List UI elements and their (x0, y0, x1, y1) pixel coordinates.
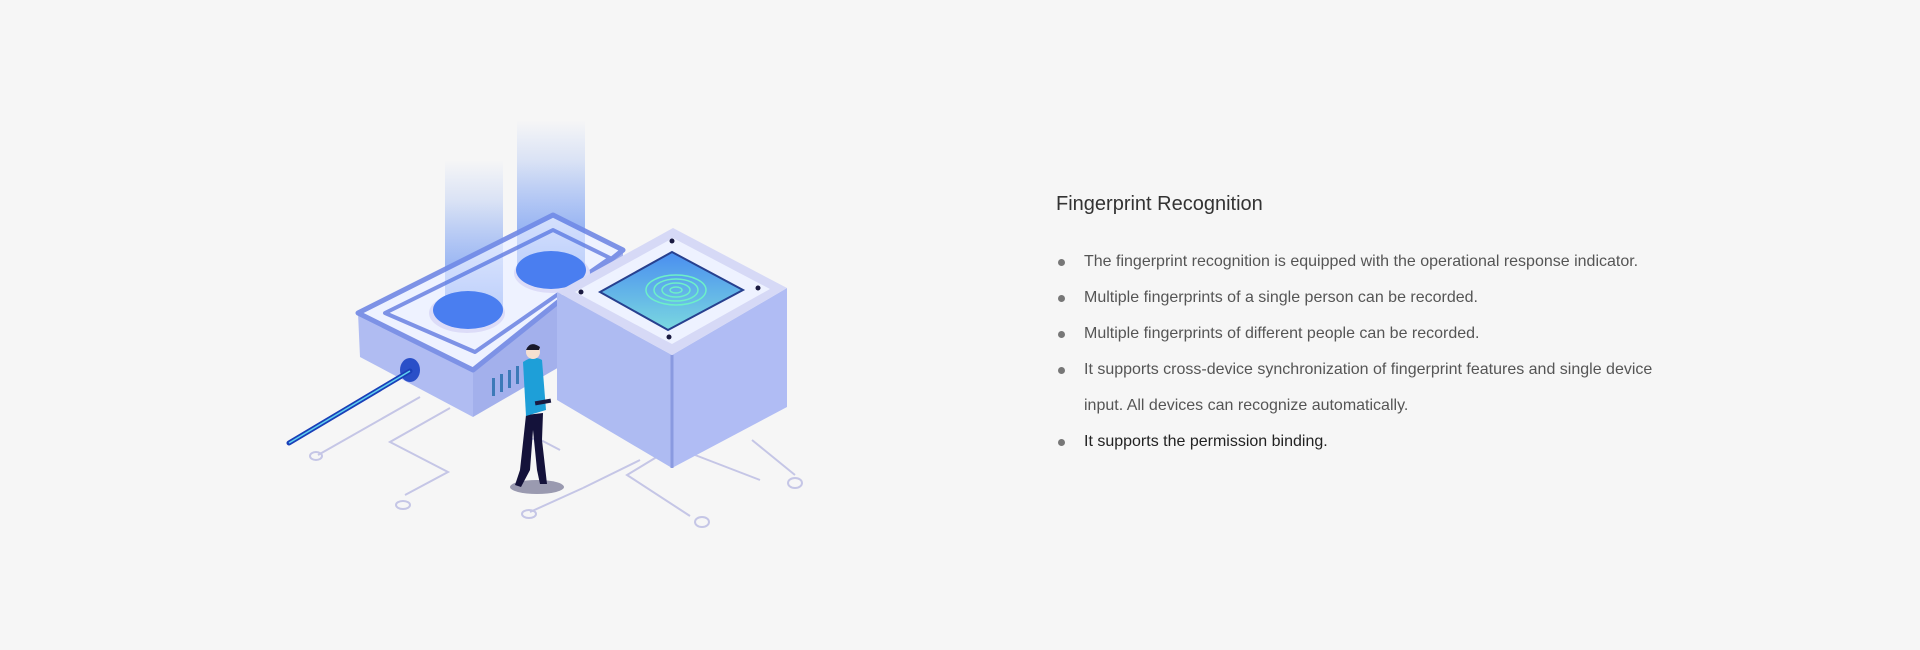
bullet-icon (1058, 439, 1065, 446)
bullet-icon (1058, 295, 1065, 302)
section-title: Fingerprint Recognition (1056, 193, 1263, 215)
feature-text: Multiple fingerprints of different peopl… (1084, 325, 1480, 342)
feature-item: Multiple fingerprints of a single person… (1056, 280, 1676, 316)
bullet-icon (1058, 367, 1065, 374)
feature-item: The fingerprint recognition is equipped … (1056, 244, 1676, 280)
feature-item: It supports the permission binding. (1056, 424, 1676, 460)
feature-item: Multiple fingerprints of different peopl… (1056, 316, 1676, 352)
fingerprint-scanner (557, 228, 787, 468)
bullet-icon (1058, 259, 1065, 266)
feature-text: It supports the permission binding. (1084, 433, 1328, 450)
person-figure (510, 344, 564, 494)
feature-list: The fingerprint recognition is equipped … (1056, 244, 1676, 460)
fingerprint-icon (645, 274, 707, 306)
feature-item: It supports cross-device synchronization… (1056, 352, 1676, 424)
cable (286, 358, 420, 446)
base-device (355, 160, 626, 417)
feature-text: The fingerprint recognition is equipped … (1084, 253, 1639, 270)
bullet-icon (1058, 331, 1065, 338)
vent (492, 366, 519, 396)
feature-text: Multiple fingerprints of a single person… (1084, 289, 1478, 306)
feature-section: Fingerprint Recognition The fingerprint … (1056, 190, 1676, 460)
feature-text: It supports cross-device synchronization… (1084, 361, 1653, 414)
